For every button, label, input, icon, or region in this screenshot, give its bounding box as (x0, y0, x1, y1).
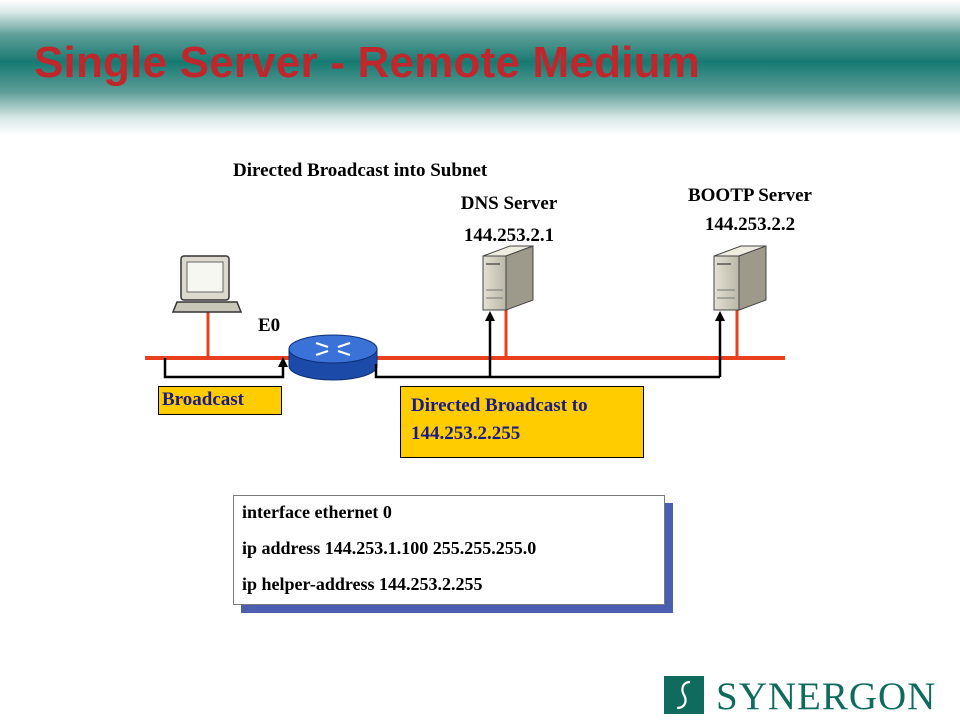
directed-broadcast-path (374, 364, 720, 379)
bootp-server-ip: 144.253.2.2 (704, 214, 796, 235)
config-line: ip helper-address 144.253.2.255 (242, 574, 483, 594)
broadcast-label: Broadcast (162, 389, 244, 410)
config-line: ip address 144.253.1.100 255.255.255.0 (242, 538, 537, 558)
router-icon (288, 334, 378, 381)
router-interface-label: E0 (258, 315, 281, 336)
directed-broadcast-line2: 144.253.2.255 (411, 423, 521, 444)
config-line: interface ethernet 0 (242, 502, 392, 522)
dns-server-name: DNS Server (460, 193, 558, 214)
workstation-icon (171, 255, 243, 313)
router-config-box: interface ethernet 0 ip address 144.253.… (233, 495, 665, 605)
subnet-caption: Directed Broadcast into Subnet (233, 160, 488, 181)
broadcast-arrow (163, 357, 288, 379)
bootp-server-icon (713, 245, 767, 311)
header-band (0, 0, 960, 135)
dns-server-ip: 144.253.2.1 (463, 225, 555, 246)
dns-server-icon (482, 245, 534, 311)
directed-broadcast-callout: Directed Broadcast to 144.253.2.255 (400, 386, 644, 458)
broadcast-label-box: Broadcast (158, 386, 282, 415)
synergon-logo-text: SYNERGON (716, 675, 937, 718)
slide-title: Single Server - Remote Medium (34, 38, 700, 87)
directed-broadcast-line1: Directed Broadcast to (411, 395, 588, 416)
bootp-server-name: BOOTP Server (687, 185, 812, 206)
synergon-logo-icon (664, 676, 704, 714)
